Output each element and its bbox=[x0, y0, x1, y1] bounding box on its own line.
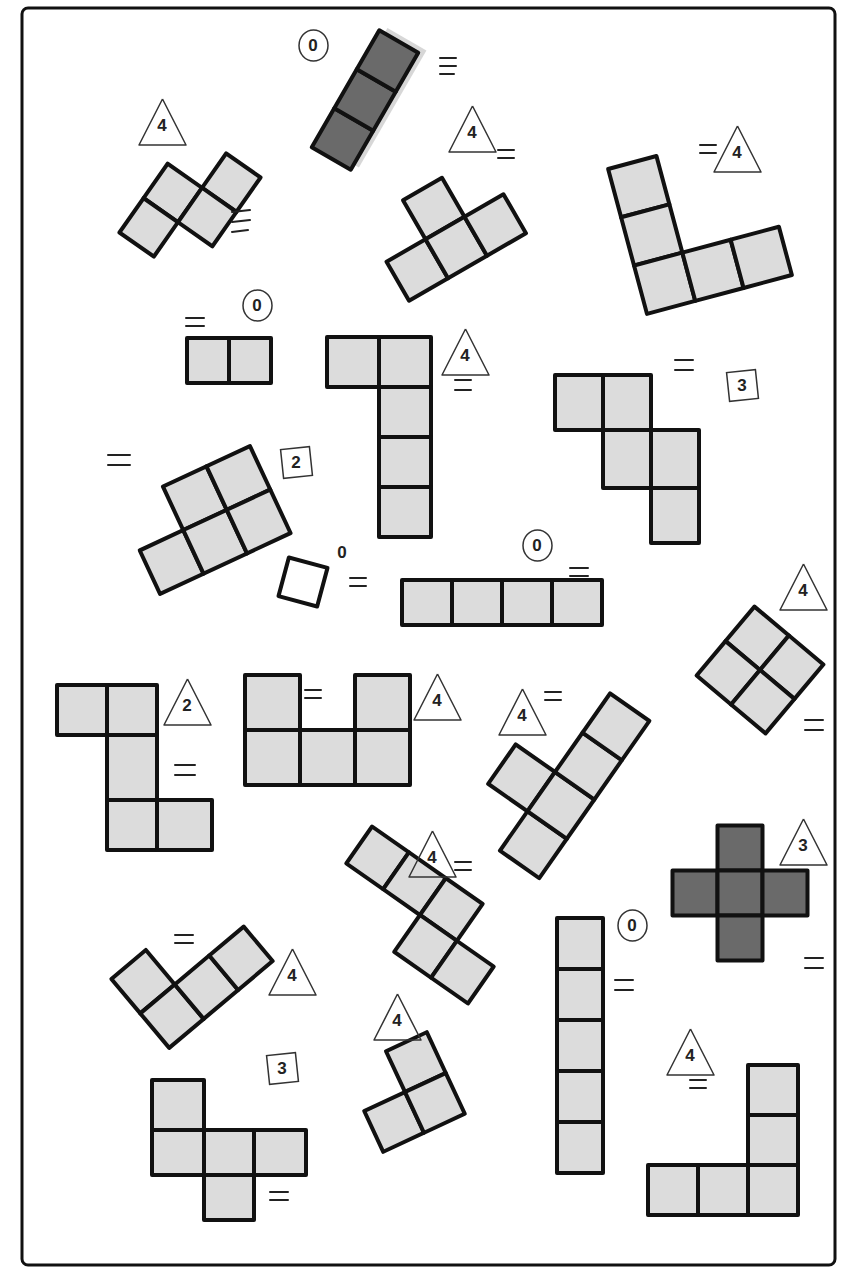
tetromino-s bbox=[119, 129, 260, 280]
pentomino-y bbox=[461, 666, 650, 878]
pentomino-u bbox=[245, 675, 410, 785]
piece-count-label: 4 bbox=[781, 570, 826, 611]
pentomino-l bbox=[327, 337, 431, 537]
callout-number: 2 bbox=[291, 454, 300, 471]
callout-number: 4 bbox=[732, 144, 741, 161]
callout-number: 0 bbox=[337, 544, 346, 561]
tetromino-l bbox=[111, 892, 272, 1048]
piece-count-label: 4 bbox=[270, 955, 315, 996]
piece-count-label: 4 bbox=[410, 837, 455, 878]
callout-number: 4 bbox=[467, 124, 476, 141]
pentomino-l bbox=[648, 1065, 798, 1215]
tetromino-o bbox=[697, 607, 824, 734]
callout-number: 3 bbox=[798, 837, 807, 854]
piece-count-label: 2 bbox=[165, 685, 210, 726]
domino bbox=[187, 338, 271, 383]
piece-count-label: 0 bbox=[521, 529, 554, 562]
monomino bbox=[279, 558, 328, 607]
piece-count-label: 2 bbox=[280, 446, 313, 479]
pentomino-v bbox=[608, 130, 792, 314]
tromino-l bbox=[345, 1032, 465, 1152]
tromino-i bbox=[312, 25, 427, 173]
callout-number: 4 bbox=[460, 347, 469, 364]
piece-count-label: 0 bbox=[326, 536, 359, 569]
callout-number: 0 bbox=[532, 537, 541, 554]
callout-number: 3 bbox=[737, 377, 746, 394]
callout-number: 4 bbox=[392, 1012, 401, 1029]
piece-count-label: 4 bbox=[375, 1000, 420, 1041]
pentomino-p bbox=[119, 446, 290, 594]
sheet-frame bbox=[22, 8, 835, 1265]
piece-count-label: 4 bbox=[668, 1035, 713, 1076]
piece-count-label: 3 bbox=[266, 1052, 299, 1085]
callout-number: 4 bbox=[685, 1047, 694, 1064]
callout-number: 4 bbox=[517, 707, 526, 724]
pentomino-w bbox=[555, 375, 699, 543]
piece-count-label: 4 bbox=[443, 335, 488, 376]
callout-number: 3 bbox=[277, 1060, 286, 1077]
piece-count-label: 3 bbox=[781, 825, 826, 866]
tetromino-i bbox=[402, 580, 602, 625]
callout-number: 2 bbox=[182, 697, 191, 714]
pentomino-x bbox=[673, 826, 808, 961]
piece-count-label: 3 bbox=[726, 369, 759, 402]
piece-count-label: 0 bbox=[297, 29, 330, 62]
callout-number: 0 bbox=[308, 37, 317, 54]
piece-count-label: 4 bbox=[715, 132, 760, 173]
pentomino-i bbox=[557, 918, 603, 1173]
callout-number: 4 bbox=[427, 849, 436, 866]
pentomino-f bbox=[152, 1080, 306, 1220]
tetromino-t bbox=[364, 155, 526, 300]
pentomino-n bbox=[320, 827, 519, 1004]
piece-count-label: 0 bbox=[241, 289, 274, 322]
hatch-marks bbox=[108, 58, 823, 1200]
pentomino-z bbox=[57, 685, 212, 850]
callout-number: 4 bbox=[798, 582, 807, 599]
callout-number: 0 bbox=[252, 297, 261, 314]
piece-count-label: 4 bbox=[140, 105, 185, 146]
callout-number: 0 bbox=[627, 917, 636, 934]
piece-count-label: 4 bbox=[450, 112, 495, 153]
piece-count-label: 0 bbox=[616, 909, 649, 942]
piece-count-label: 4 bbox=[500, 695, 545, 736]
callout-number: 4 bbox=[287, 967, 296, 984]
callout-number: 4 bbox=[432, 692, 441, 709]
piece-count-label: 4 bbox=[415, 680, 460, 721]
callout-number: 4 bbox=[157, 117, 166, 134]
